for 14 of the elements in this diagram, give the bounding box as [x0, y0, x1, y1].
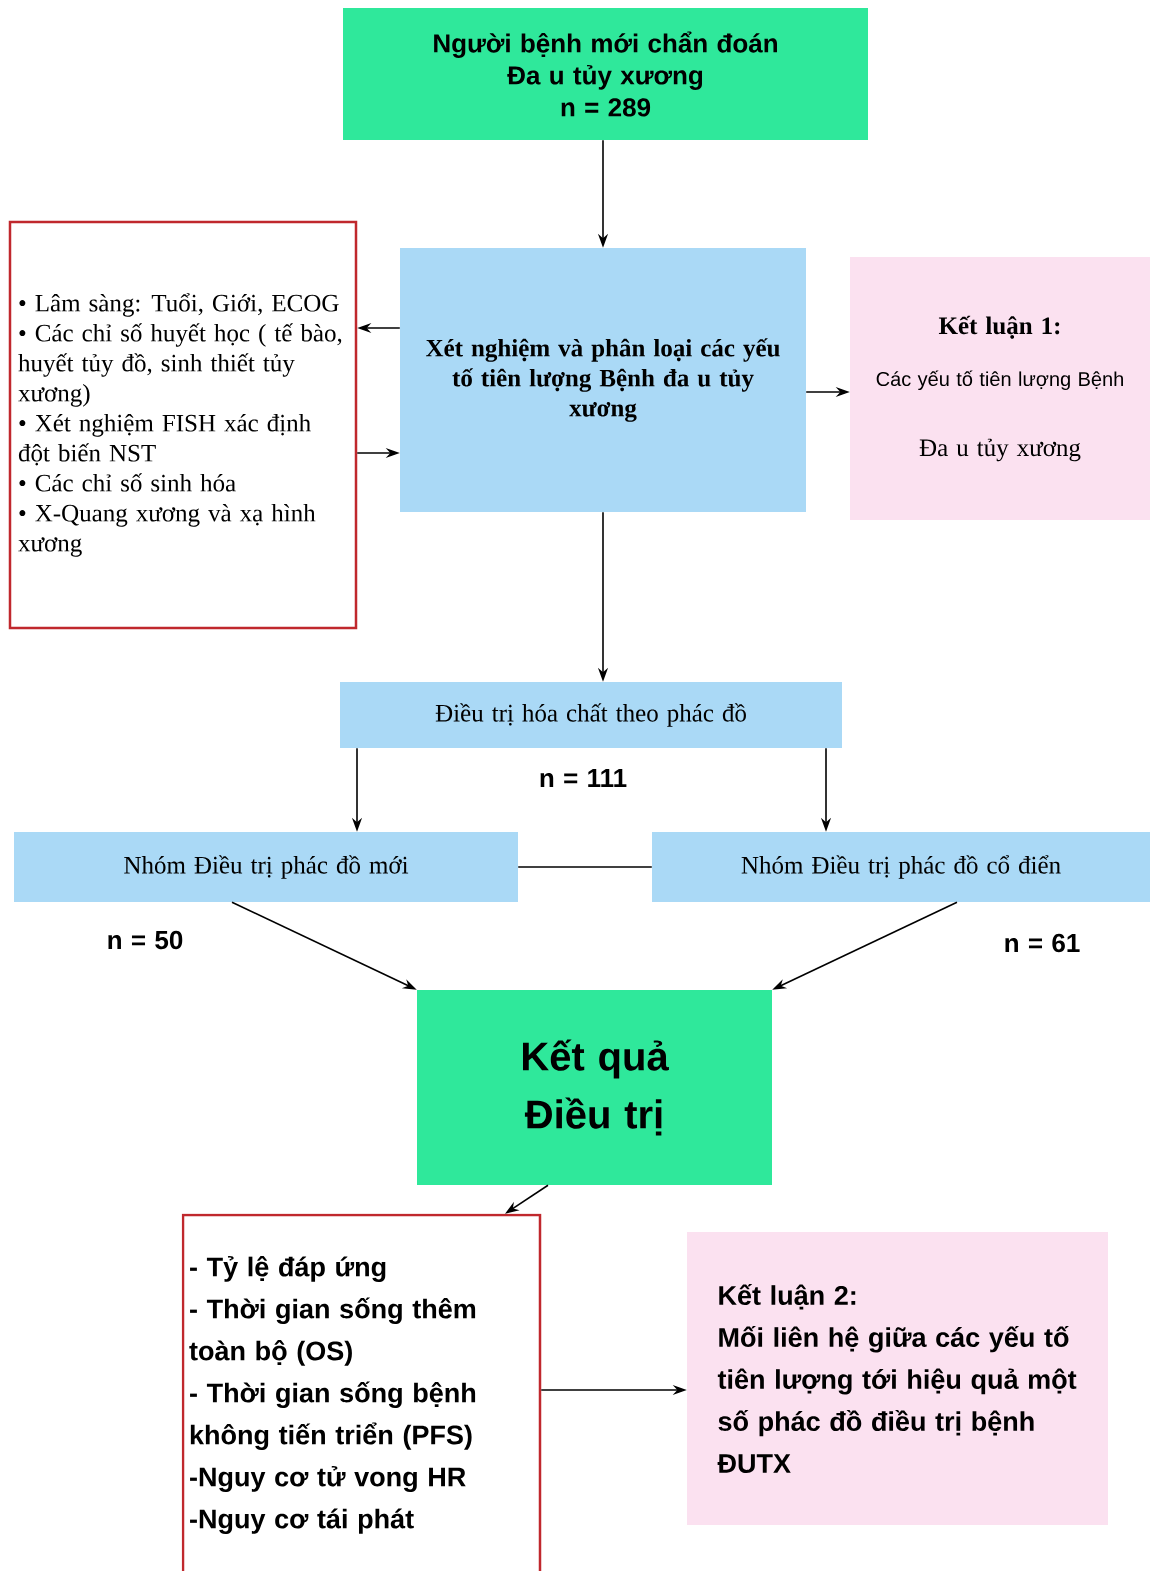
result-box: Kết quả Điều trị [417, 990, 772, 1185]
count-label: n = 111 [540, 769, 627, 787]
conclusion-box: Kết luận 1: Các yếu tố tiên lượng Bệnh Đa u tủy xương [850, 257, 1150, 520]
conclusion-box: Kết luận 2: Mối liên hệ giữa các yếu tố tiên lượng tới hiệu quả một số phác đồ điều trị bệnh ĐUTX [687, 1232, 1108, 1525]
process-box: Điều trị hóa chất theo phác đồ [340, 682, 842, 748]
count-label: n = 61 [1005, 933, 1080, 953]
connector-line [517, 866, 653, 868]
group-box: Nhóm Điều trị phác đồ mới [14, 832, 518, 902]
outcome-list-box: - Tỷ lệ đáp ứng - Thời gian sống thêm toàn bộ (OS) - Thời gian sống bệnh không tiến triển (PFS) -Nguy cơ tử vong HR -Nguy cơ tái phát [181, 1213, 542, 1571]
start-box: Người bệnh mới chẩn đoán Đa u tủy xương n = 289 [343, 8, 868, 140]
factor-list-box: • Lâm sàng: Tuổi, Giới, ECOG • Các chỉ số huyết học ( tế bào, huyết tủy đồ, sinh thiết tủy xương) • Xét nghiệm FISH xác định đột biến NST • Các chỉ số sinh hóa • X-Quang xương và xạ hình xương [8, 220, 358, 630]
count-label: n = 50 [108, 930, 183, 950]
process-box: Xét nghiệm và phân loại các yếu tố tiên lượng Bệnh đa u tủy xương [400, 248, 806, 512]
group-box: Nhóm Điều trị phác đồ cổ điển [652, 832, 1150, 902]
